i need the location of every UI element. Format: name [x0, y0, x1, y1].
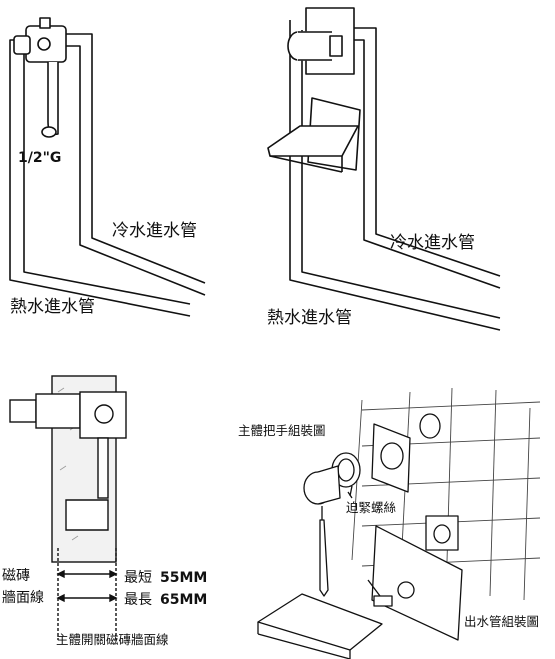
cold-pipe	[352, 27, 501, 277]
spout-assembly-label: 出水管組裝圖	[464, 614, 539, 629]
tile-label-line1: 磁磚	[2, 568, 30, 584]
hot-pipe-inner	[301, 30, 501, 319]
hot-pipe	[289, 20, 501, 331]
panel-top-right	[267, 7, 501, 331]
cold-pipe-label-right: 冷水進水管	[390, 233, 475, 253]
panel-bottom-left	[9, 375, 127, 640]
hot-pipe-label: 熱水進水管	[10, 297, 95, 317]
tile-label-line2: 牆面線	[2, 590, 44, 606]
outlet-pipe	[47, 62, 59, 136]
panel-bottom-right	[257, 387, 541, 659]
bottom-left-caption: 主體開關磁磚牆面線	[56, 632, 169, 647]
hot-pipe-label-right: 熱水進水管	[267, 308, 352, 328]
handle	[287, 31, 343, 61]
min-depth-value: 55MM	[160, 570, 207, 586]
spout	[267, 125, 359, 157]
max-depth-prefix: 最長	[124, 592, 152, 608]
handle-knob	[303, 465, 341, 505]
cold-pipe	[62, 33, 206, 284]
max-depth-value: 65MM	[160, 592, 207, 608]
hex-key	[319, 519, 329, 597]
min-depth-prefix: 最短	[124, 570, 152, 586]
set-screw-label: 迫緊螺絲	[346, 500, 397, 515]
spout	[257, 593, 383, 651]
cold-pipe-inner	[62, 45, 206, 296]
thread-size-label: 1/2"G	[18, 150, 61, 166]
handle-assembly-label: 主體把手組裝圖	[238, 423, 326, 438]
spout-wall-plate	[371, 525, 463, 641]
panel-top-left	[9, 17, 206, 317]
cold-pipe-inner	[352, 39, 501, 289]
valve-body	[13, 17, 67, 63]
cold-pipe-label: 冷水進水管	[112, 221, 197, 241]
